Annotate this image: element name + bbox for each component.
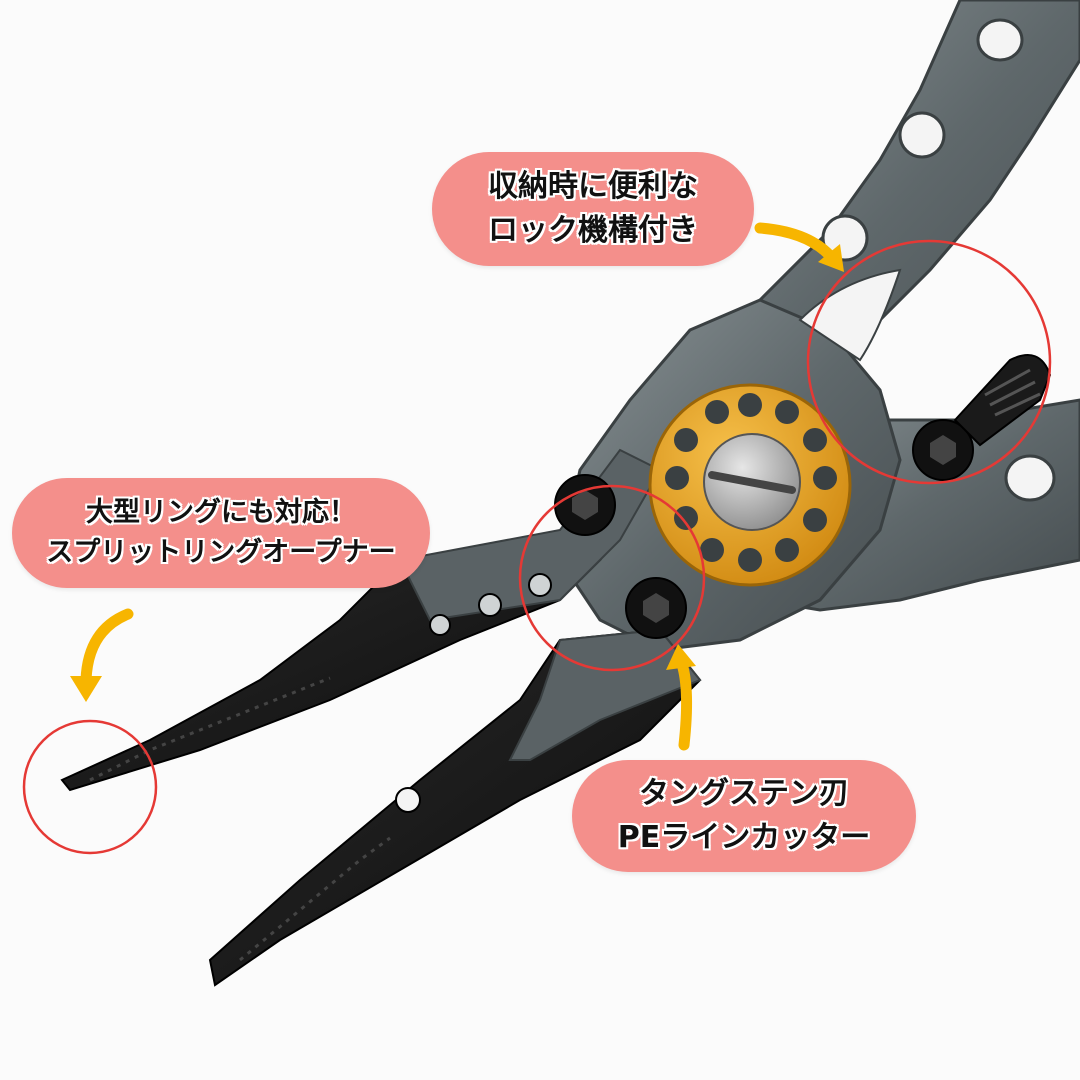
callout-split-ring-line1: 大型リングにも対応！ (86, 497, 356, 528)
jaw-serration (89, 676, 331, 782)
lower-jaw (208, 628, 702, 987)
jaw-serration (239, 836, 391, 962)
callout-lock-mechanism: 収納時に便利な ロック機構付き (432, 152, 754, 266)
callout-split-ring-line2: スプリットリングオープナー (46, 537, 396, 568)
arrow-split-ring-head (70, 676, 102, 702)
hex-screw (625, 577, 687, 639)
lock-lever-grip (984, 368, 1041, 417)
highlight-circle-lock (806, 239, 1052, 485)
pivot-ring (648, 383, 852, 587)
handle-hole (898, 111, 946, 159)
callout-lock-line2: ロック機構付き (488, 213, 698, 248)
hex-screw (554, 474, 616, 536)
arrow-split-ring-icon (80, 608, 134, 686)
handle-hole (1004, 454, 1056, 502)
arrow-lock-icon (754, 222, 838, 264)
handle-hole (976, 18, 1024, 62)
arrow-lock-head (818, 244, 844, 272)
highlight-circle-split-ring (22, 719, 158, 855)
callout-lock-line1: 収納時に便利な (488, 169, 698, 204)
arrow-cutter-icon (676, 658, 693, 751)
hex-screw (912, 419, 974, 481)
highlight-circle-cutter (518, 484, 706, 672)
arrow-cutter-head (666, 644, 696, 670)
callout-cutter-line2: PEラインカッター (617, 820, 871, 855)
callout-cutter-line1: タングステン刃 (639, 776, 849, 811)
callout-line-cutter: タングステン刃 PEラインカッター (572, 760, 916, 872)
callout-split-ring-opener: 大型リングにも対応！ スプリットリングオープナー (12, 478, 430, 588)
